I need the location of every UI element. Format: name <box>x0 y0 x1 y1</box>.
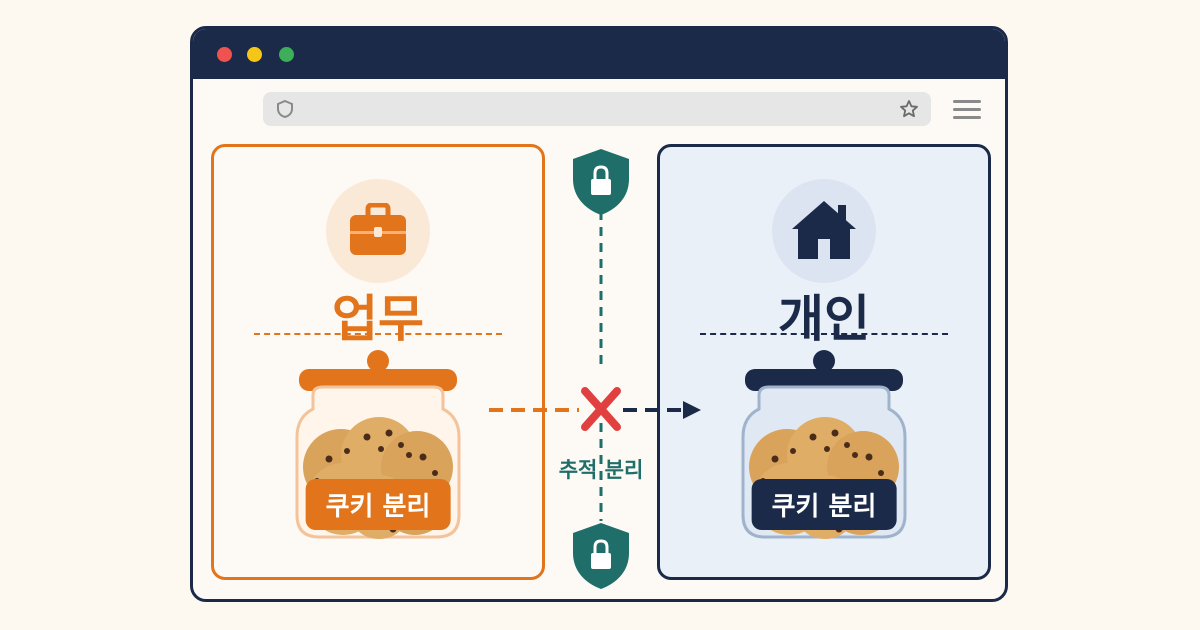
work-panel: 업무 <box>211 144 545 580</box>
work-title: 업무 <box>332 290 424 348</box>
star-icon[interactable] <box>899 99 919 123</box>
x-mark-icon <box>581 387 621 431</box>
hamburger-menu-icon[interactable] <box>953 99 981 125</box>
arrow-head <box>683 401 701 419</box>
close-dot[interactable] <box>217 47 232 62</box>
tracking-separation-label: 추적 분리 <box>558 458 644 482</box>
shield-icon <box>275 99 295 123</box>
house-icon <box>790 199 858 265</box>
briefcase-icon <box>348 202 408 263</box>
minimize-dot[interactable] <box>247 47 262 62</box>
work-icon-circle <box>326 179 430 283</box>
personal-panel: 개인 <box>657 144 991 580</box>
personal-divider <box>700 333 948 335</box>
title-bar <box>193 29 1005 79</box>
personal-icon-circle <box>772 179 876 283</box>
personal-jar-label: 쿠키 분리 <box>751 479 897 530</box>
lock-shield-icon <box>573 149 629 215</box>
work-divider <box>254 333 502 335</box>
maximize-dot[interactable] <box>279 47 294 62</box>
separator-graphics <box>489 149 701 589</box>
lock-shield-icon <box>573 523 629 589</box>
address-bar[interactable] <box>263 92 931 126</box>
personal-title: 개인 <box>778 290 870 348</box>
work-jar-label: 쿠키 분리 <box>305 479 451 530</box>
browser-window: 업무 <box>190 26 1008 602</box>
